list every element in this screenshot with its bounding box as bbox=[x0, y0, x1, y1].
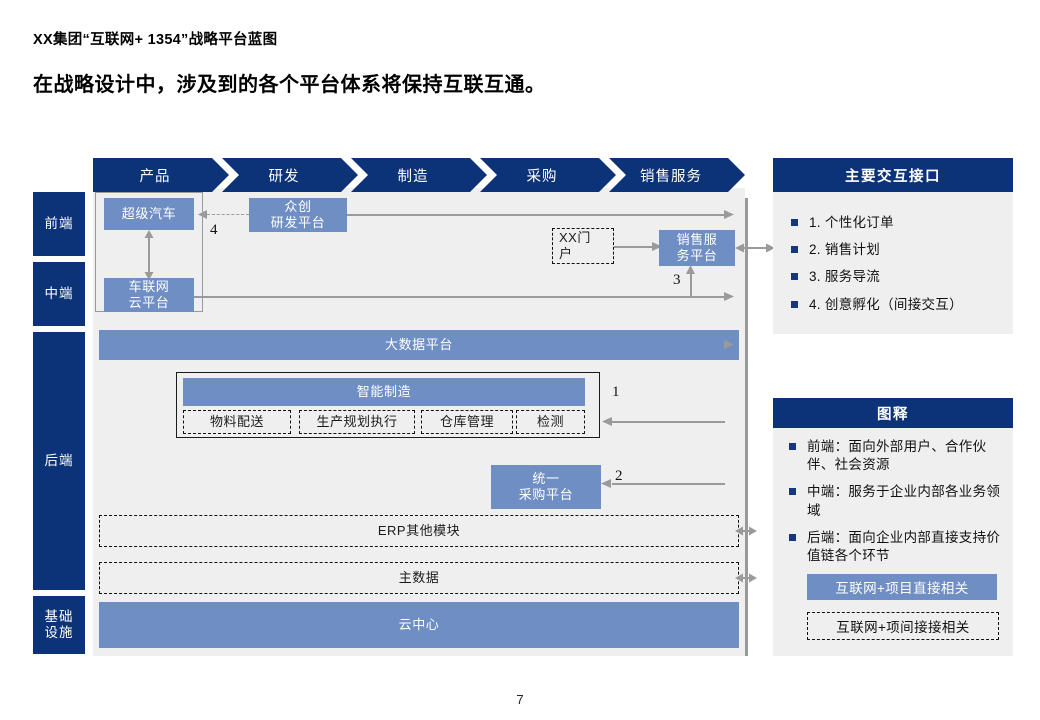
platform-label-line2: 户 bbox=[559, 246, 573, 261]
connector-crowdrd-to-spine bbox=[347, 214, 725, 216]
strategy-blueprint-diagram: 产品 研发 制造 采购 销售服务 前端 中端 后端 基础 设施 超级汽车 车联网… bbox=[0, 150, 1040, 660]
connector-number-3: 3 bbox=[673, 272, 681, 288]
process-step-procurement[interactable]: 采购 bbox=[480, 158, 616, 192]
module-label: 生产规划执行 bbox=[316, 414, 398, 430]
platform-label-line2: 研发平台 bbox=[270, 215, 326, 230]
process-step-sales-service[interactable]: 销售服务 bbox=[609, 158, 745, 192]
page-title: XX集团“互联网+ 1354”战略平台蓝图 bbox=[33, 32, 278, 48]
platform-label-line2: 务平台 bbox=[676, 248, 718, 263]
platform-label: 智能制造 bbox=[356, 384, 412, 400]
interface-list-item[interactable]: 2. 销售计划 bbox=[787, 241, 999, 259]
platform-cloud-center[interactable]: 云中心 bbox=[99, 602, 739, 648]
connector-smartmfg-to-spine bbox=[612, 421, 725, 423]
platform-label-line1: 统一 bbox=[532, 471, 560, 487]
platform-iov-cloud[interactable]: 车联网 云平台 bbox=[104, 278, 194, 312]
platform-crowd-rd[interactable]: 众创 研发平台 bbox=[249, 198, 347, 232]
process-step-manufacturing[interactable]: 制造 bbox=[351, 158, 487, 192]
legend-chip-direct-label: 互联网+项目直接相关 bbox=[835, 581, 969, 597]
platform-label-line1: XX门 bbox=[559, 230, 591, 246]
legend-list-item: 中端：服务于企业内部各业务领域 bbox=[785, 483, 1001, 519]
arrowhead-spine-middle bbox=[724, 292, 734, 301]
tier-label-front: 前端 bbox=[33, 192, 85, 256]
platform-unified-procurement[interactable]: 统一 采购平台 bbox=[491, 465, 601, 509]
interface-list-item[interactable]: 4. 创意孵化（间接交互） bbox=[787, 296, 999, 314]
tier-label-infrastructure: 基础 设施 bbox=[33, 596, 85, 654]
legend-list: 前端：面向外部用户、合作伙伴、社会资源 中端：服务于企业内部各业务领域 后端：面… bbox=[785, 438, 1001, 565]
tier-label-text-line2: 设施 bbox=[44, 625, 74, 640]
module-warehouse-management[interactable]: 仓库管理 bbox=[421, 410, 513, 434]
arrowhead-spine-top bbox=[724, 210, 734, 219]
connector-number-4: 4 bbox=[210, 222, 218, 238]
platform-label-line2: 采购平台 bbox=[518, 487, 574, 502]
legend-chip-indirect-label: 互联网+项间接接相关 bbox=[836, 620, 970, 636]
platform-sales-service[interactable]: 销售服 务平台 bbox=[659, 230, 735, 266]
platform-label-line1: 销售服 bbox=[676, 232, 718, 248]
connector-portal-to-sales bbox=[614, 246, 654, 248]
interface-panel-title: 主要交互接口 bbox=[845, 168, 941, 185]
process-step-label: 产品 bbox=[139, 168, 171, 185]
module-label: 仓库管理 bbox=[439, 414, 494, 430]
connector-procurement-to-spine bbox=[612, 483, 725, 485]
arrowhead-riser-sales bbox=[686, 265, 695, 274]
platform-label: ERP其他模块 bbox=[377, 523, 461, 539]
interface-panel-body: 1. 个性化订单 2. 销售计划 3. 服务导流 4. 创意孵化（间接交互） bbox=[773, 192, 1013, 334]
page-subtitle: 在战略设计中，涉及到的各个平台体系将保持互联互通。 bbox=[33, 74, 546, 96]
arrowhead-bigdata-spine bbox=[724, 340, 734, 349]
platform-label-line2: 云平台 bbox=[128, 295, 170, 310]
interface-list-item[interactable]: 3. 服务导流 bbox=[787, 268, 999, 286]
platform-smart-manufacturing[interactable]: 智能制造 bbox=[183, 378, 585, 406]
arrow-sales-to-spine bbox=[735, 243, 775, 253]
legend-list-item: 后端：面向企业内部直接支持价值链各个环节 bbox=[785, 529, 1001, 565]
process-step-label: 研发 bbox=[268, 168, 300, 185]
arrowhead-to-sales bbox=[652, 242, 662, 251]
platform-super-car[interactable]: 超级汽车 bbox=[104, 198, 194, 230]
platform-big-data[interactable]: 大数据平台 bbox=[99, 330, 739, 360]
platform-label: 超级汽车 bbox=[121, 206, 177, 222]
legend-chip-indirect: 互联网+项间接接相关 bbox=[807, 612, 999, 641]
platform-label: 云中心 bbox=[398, 617, 440, 633]
module-material-delivery[interactable]: 物料配送 bbox=[183, 410, 291, 434]
arrowhead-procurement bbox=[601, 479, 611, 488]
module-label: 物料配送 bbox=[209, 414, 264, 430]
tier-label-text-line1: 基础 bbox=[44, 609, 74, 625]
module-production-planning[interactable]: 生产规划执行 bbox=[299, 410, 415, 434]
process-step-label: 制造 bbox=[397, 168, 429, 185]
platform-label: 主数据 bbox=[398, 570, 440, 586]
process-step-product[interactable]: 产品 bbox=[93, 158, 229, 192]
process-step-rd[interactable]: 研发 bbox=[222, 158, 358, 192]
legend-chip-direct: 互联网+项目直接相关 bbox=[807, 574, 997, 601]
connector-crowdrd-to-supercar bbox=[207, 214, 249, 215]
platform-xx-portal[interactable]: XX门 户 bbox=[552, 228, 614, 264]
platform-label: 大数据平台 bbox=[384, 337, 453, 353]
module-label: 检测 bbox=[536, 414, 564, 430]
page-marker: 7 bbox=[516, 692, 524, 707]
legend-panel-title: 图释 bbox=[877, 406, 909, 423]
connector-middle-tier-to-spine bbox=[194, 296, 725, 298]
interface-panel-header: 主要交互接口 bbox=[773, 158, 1013, 192]
connector-number-1: 1 bbox=[612, 384, 620, 400]
tier-label-back: 后端 bbox=[33, 332, 85, 590]
tier-label-middle: 中端 bbox=[33, 262, 85, 326]
platform-erp-other-modules[interactable]: ERP其他模块 bbox=[99, 515, 739, 547]
platform-label-line1: 众创 bbox=[284, 199, 312, 215]
arrowhead-smartmfg bbox=[602, 417, 612, 426]
legend-panel-header: 图释 bbox=[773, 398, 1013, 428]
legend-list-item: 前端：面向外部用户、合作伙伴、社会资源 bbox=[785, 438, 1001, 474]
interface-list: 1. 个性化订单 2. 销售计划 3. 服务导流 4. 创意孵化（间接交互） bbox=[787, 214, 999, 314]
process-step-label: 采购 bbox=[526, 168, 558, 185]
tier-label-text: 中端 bbox=[44, 286, 74, 302]
arrow-supercar-iov bbox=[144, 230, 154, 280]
process-step-label: 销售服务 bbox=[640, 168, 702, 185]
tier-label-text: 前端 bbox=[44, 216, 74, 232]
module-inspection[interactable]: 检测 bbox=[516, 410, 585, 434]
connector-riser-to-sales bbox=[690, 272, 692, 297]
interface-list-item[interactable]: 1. 个性化订单 bbox=[787, 214, 999, 232]
integration-spine bbox=[745, 198, 748, 656]
platform-master-data[interactable]: 主数据 bbox=[99, 562, 739, 594]
platform-label-line1: 车联网 bbox=[128, 279, 170, 295]
arrowhead-to-supercar bbox=[198, 210, 207, 219]
legend-panel-body: 前端：面向外部用户、合作伙伴、社会资源 中端：服务于企业内部各业务领域 后端：面… bbox=[773, 428, 1013, 656]
tier-label-text: 后端 bbox=[44, 453, 74, 469]
connector-number-2: 2 bbox=[615, 468, 623, 484]
